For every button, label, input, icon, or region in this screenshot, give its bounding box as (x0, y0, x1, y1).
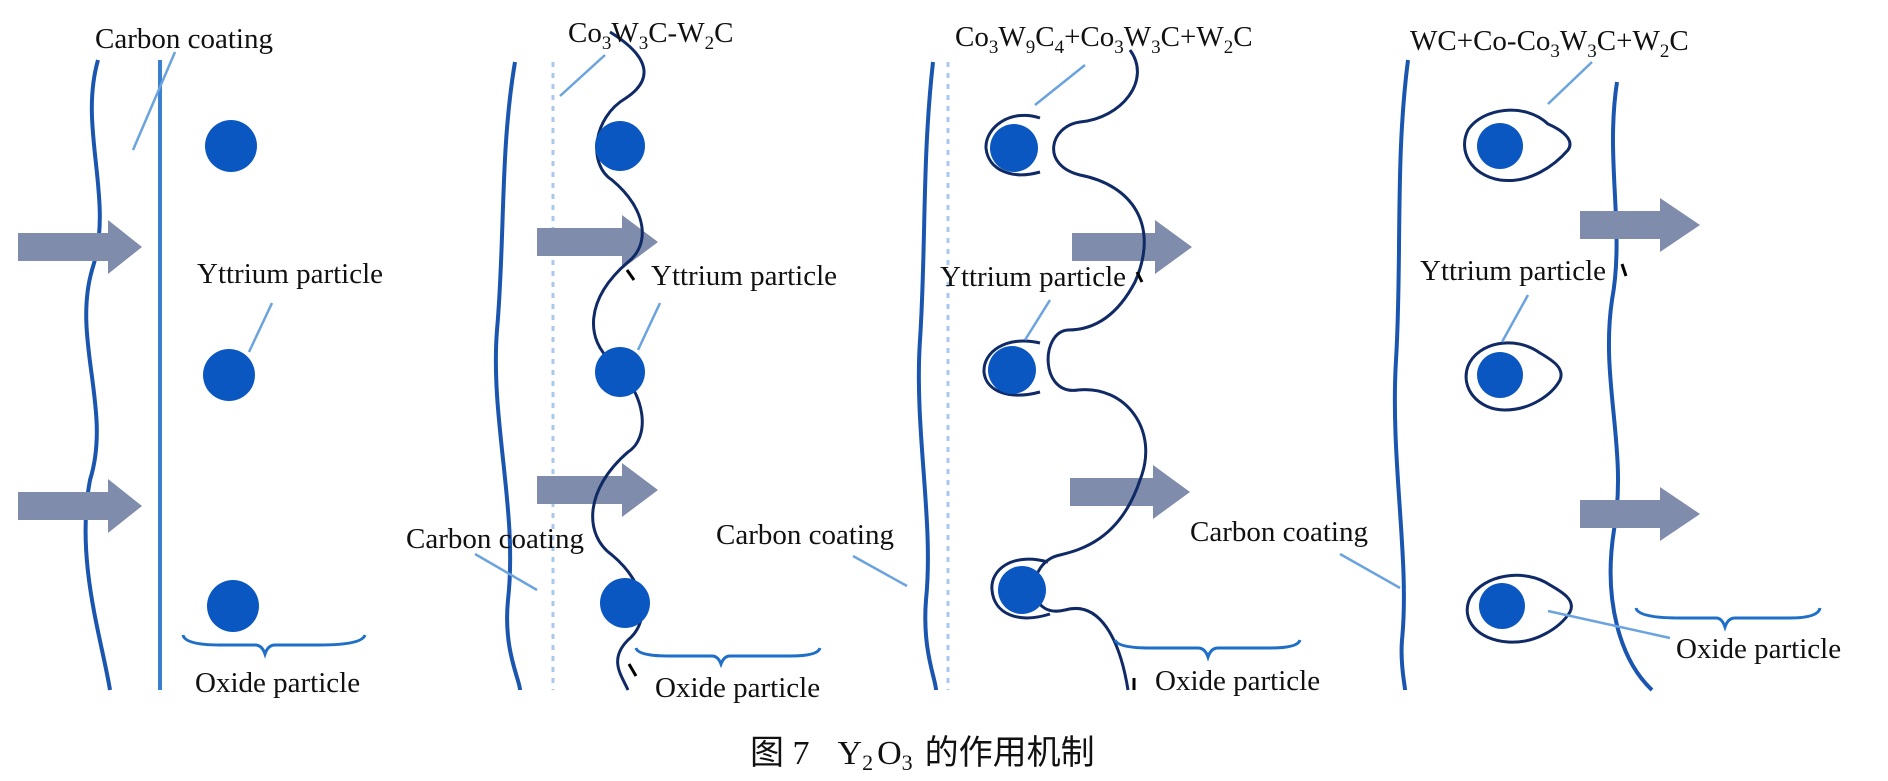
panel-3-oxide-label: Oxide particle (1155, 665, 1320, 697)
panel-3-arrow-top (1072, 220, 1192, 274)
panel-2-phase-leader (559, 54, 606, 97)
panel-3-coating-leader (852, 554, 908, 588)
panel-3-phase-leader (1034, 64, 1086, 106)
panel-4-particle-leader (1500, 294, 1530, 343)
panel-4-particle-label: Yttrium particle (1420, 255, 1606, 287)
panel-2-oxide-label: Oxide particle (655, 672, 820, 704)
panel-2-phase-label: Co3W3C-W2C (568, 17, 733, 54)
panel-3-coating-wavy-line (916, 61, 938, 691)
panel-1-arrow-top (18, 220, 142, 274)
panel-2-particle-top (595, 121, 645, 171)
panel-1-particle-leader (247, 302, 274, 353)
panel-4-particle-tick (1620, 263, 1628, 277)
panel-4-oxide-brace (1634, 607, 1822, 632)
panel-1-coating-leader (131, 51, 177, 151)
panel-3-oxide-brace (1113, 639, 1302, 662)
panel-2-particle-tick (625, 269, 636, 281)
panel-4-oxide-leader (1547, 609, 1671, 640)
panel-1-arrow-bottom (18, 479, 142, 533)
panel-4-phase-leader (1547, 61, 1593, 105)
panel-3-arrow-bottom (1070, 465, 1190, 519)
panel-2-particle-bottom (600, 578, 650, 628)
panel-2-particle-leader (636, 302, 662, 351)
panel-4-ring-middle (1464, 341, 1563, 412)
panel-4-coating-leader (1339, 552, 1401, 590)
panel-3-particle-middle (988, 346, 1036, 394)
panel-1-particle-label: Yttrium particle (197, 258, 383, 290)
panel-1-coating-wavy-line (83, 59, 112, 691)
panel-2-coating-wavy-line (493, 61, 522, 691)
panel-3-particle-leader (1023, 299, 1052, 341)
panel-3-particle-tick (1135, 271, 1144, 283)
panel-3-particle-label: Yttrium particle (940, 261, 1126, 293)
panel-4-coating-label: Carbon coating (1190, 516, 1368, 548)
panel-1-particle-bottom (207, 580, 259, 632)
panel-3-cap-top (984, 113, 1041, 177)
panel-3-phase-label: Co3W9C4+Co3W3C+W2C (955, 21, 1253, 58)
panel-4-particle-middle (1477, 352, 1523, 398)
panel-4-reaction-line (1606, 81, 1654, 692)
panel-1-particle-top (205, 120, 257, 172)
panel-3-reaction-front (1032, 49, 1148, 691)
panel-1-particle-middle (203, 349, 255, 401)
panel-1: Carbon coating Yttrium particle Oxide pa… (18, 23, 383, 699)
panel-4-particle-bottom (1479, 583, 1525, 629)
panel-1-oxide-brace (181, 634, 367, 659)
panel-1-oxide-label: Oxide particle (195, 667, 360, 699)
panel-3: Co3W9C4+Co3W3C+W2C Yttrium particle Carb… (716, 21, 1320, 697)
panel-2-coating-label: Carbon coating (406, 523, 584, 555)
panel-3-coating-label: Carbon coating (716, 519, 894, 551)
panel-4-ring-top (1463, 108, 1572, 183)
panel-3-cap-bottom (990, 557, 1051, 620)
panel-2: Co3W3C-W2C Yttrium particle Carbon coati… (406, 17, 837, 704)
panel-2-oxide-tick (627, 663, 638, 677)
panel-2-coating-leader (474, 552, 538, 592)
panel-2-particle-middle (595, 347, 645, 397)
panel-4-arrow-bottom (1580, 487, 1700, 541)
panel-2-particle-label: Yttrium particle (651, 260, 837, 292)
panel-4: WC+Co-Co3W3C+W2C Yttrium particle Carbon… (1190, 25, 1841, 692)
panel-4-particle-top (1477, 123, 1523, 169)
panel-3-particle-bottom (998, 566, 1046, 614)
panel-4-phase-label: WC+Co-Co3W3C+W2C (1410, 25, 1689, 62)
panel-2-arrow-top (537, 215, 658, 269)
panel-4-coating-wavy-line (1392, 59, 1410, 691)
panel-2-oxide-brace (634, 647, 822, 669)
panel-3-cap-middle (982, 339, 1041, 397)
panel-1-coating-label: Carbon coating (95, 23, 273, 55)
panel-4-ring-bottom (1465, 573, 1573, 644)
panel-3-particle-top (990, 124, 1038, 172)
panel-4-arrow-top (1580, 198, 1700, 252)
panel-4-oxide-label: Oxide particle (1676, 633, 1841, 665)
